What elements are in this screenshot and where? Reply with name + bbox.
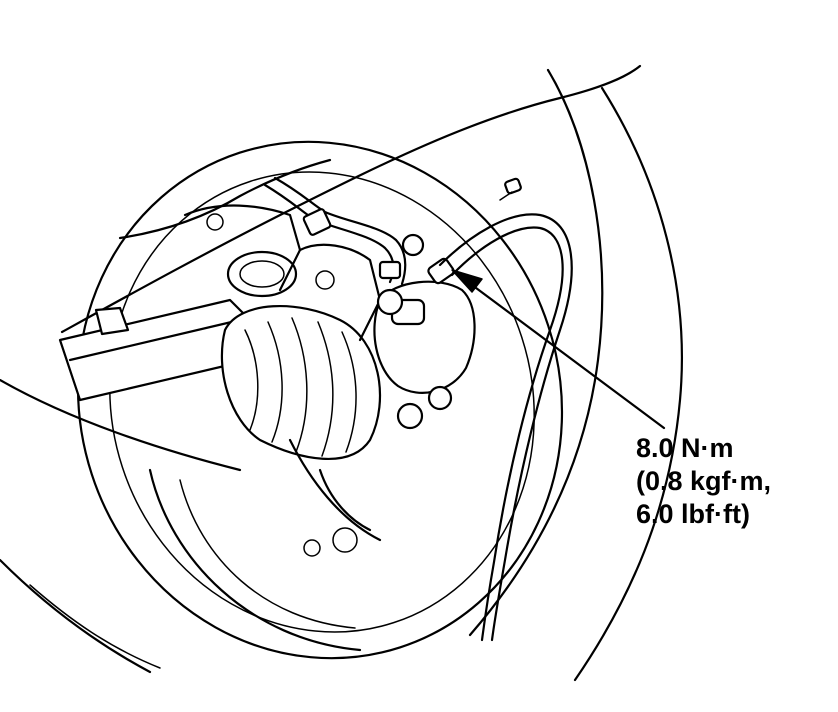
fender-body (0, 64, 683, 682)
torque-newton-meters: 8.0 N·m (636, 433, 734, 463)
brake-hose (438, 177, 573, 642)
brake-pipe (263, 176, 407, 286)
brake-caliper (373, 233, 476, 430)
torque-leader-arrow (451, 269, 666, 430)
torque-spec-label: 8.0 N·m (0.8 kgf·m, 6.0 lbf·ft) (636, 432, 771, 531)
torque-kgf-meters: (0.8 kgf·m, (636, 466, 772, 496)
torque-lbf-feet: 6.0 lbf·ft) (636, 499, 750, 529)
cv-boot (220, 250, 382, 460)
steering-knuckle (183, 204, 382, 557)
tire-outline (76, 140, 564, 660)
